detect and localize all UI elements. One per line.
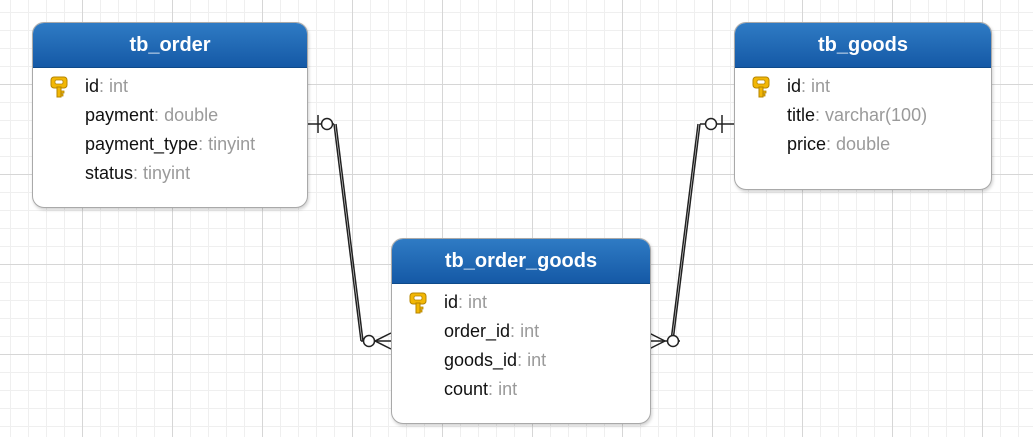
field-row[interactable]: payment_type: tinyint (33, 130, 307, 159)
field-type: int (493, 379, 518, 399)
entity-title: tb_order (33, 23, 307, 68)
field-separator: : (198, 134, 204, 154)
field-type: varchar(100) (820, 105, 928, 125)
field-type: double (831, 134, 891, 154)
field-type: int (522, 350, 547, 370)
field-row[interactable]: count: int (392, 375, 650, 404)
field-separator: : (815, 105, 821, 125)
field-type: tinyint (203, 134, 256, 154)
field-row[interactable]: price: double (735, 130, 991, 159)
field-row[interactable]: payment: double (33, 101, 307, 130)
field-name: id (787, 76, 802, 96)
field-name: title (787, 105, 816, 125)
field-row[interactable]: id: int (392, 288, 650, 317)
field-separator: : (801, 76, 807, 96)
field-type: int (515, 321, 540, 341)
relationship-order-to-order-goods (306, 115, 392, 350)
field-separator: : (154, 105, 160, 125)
entity-title: tb_order_goods (392, 239, 650, 284)
field-row[interactable]: status: tinyint (33, 159, 307, 188)
field-separator: : (826, 134, 832, 154)
field-row[interactable]: id: int (33, 72, 307, 101)
field-row[interactable]: title: varchar(100) (735, 101, 991, 130)
field-separator: : (510, 321, 516, 341)
field-separator: : (517, 350, 523, 370)
field-name: count (444, 379, 489, 399)
field-name: price (787, 134, 827, 154)
primary-key-icon (409, 292, 427, 314)
field-row[interactable]: goods_id: int (392, 346, 650, 375)
field-type: tinyint (138, 163, 191, 183)
field-row[interactable]: id: int (735, 72, 991, 101)
field-separator: : (488, 379, 494, 399)
field-row[interactable]: order_id: int (392, 317, 650, 346)
field-name: id (444, 292, 459, 312)
entity-title: tb_goods (735, 23, 991, 68)
field-separator: : (133, 163, 139, 183)
field-type: int (104, 76, 129, 96)
field-name: payment (85, 105, 155, 125)
field-separator: : (458, 292, 464, 312)
field-name: id (85, 76, 100, 96)
field-name: status (85, 163, 134, 183)
primary-key-icon (752, 76, 770, 98)
field-name: payment_type (85, 134, 199, 154)
field-type: int (806, 76, 831, 96)
relationship-goods-to-order-goods (648, 115, 734, 350)
field-type: double (159, 105, 219, 125)
field-name: goods_id (444, 350, 518, 370)
field-separator: : (99, 76, 105, 96)
primary-key-icon (50, 76, 68, 98)
field-name: order_id (444, 321, 511, 341)
field-type: int (463, 292, 488, 312)
